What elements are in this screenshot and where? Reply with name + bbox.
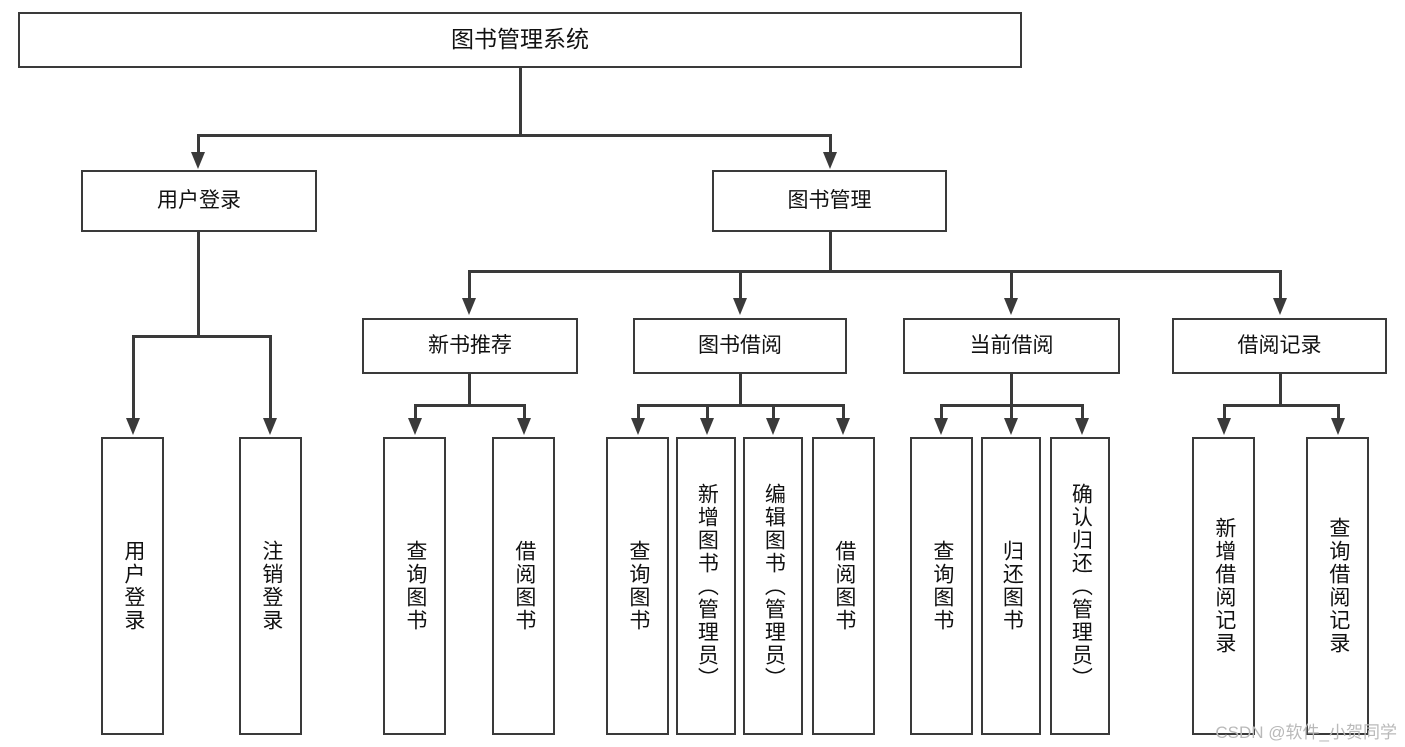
connector-new-book-recommend-bus — [415, 404, 525, 407]
connector-book-borrow-bus — [638, 404, 844, 407]
connector-to-book-management — [829, 134, 832, 154]
leaf-add-book-admin[interactable]: 新增图书（管理员） — [676, 437, 736, 735]
connector-to-book-borrow — [739, 270, 742, 300]
leaf-label: 新增借阅记录 — [1212, 517, 1236, 655]
leaf-label: 查询借阅记录 — [1326, 517, 1350, 655]
connector-nbr-drop-1 — [414, 404, 417, 420]
connector-bb-drop-3 — [772, 404, 775, 420]
leaf-borrow-book-borrow[interactable]: 借阅图书 — [812, 437, 875, 735]
connector-br-drop-2 — [1337, 404, 1340, 420]
node-book-management[interactable]: 图书管理 — [712, 170, 947, 232]
arrow-leaf-add-borrow-record — [1217, 418, 1231, 435]
arrow-leaf-confirm-return — [1075, 418, 1089, 435]
node-label: 图书管理系统 — [451, 26, 589, 53]
leaf-query-book-recommend[interactable]: 查询图书 — [383, 437, 446, 735]
node-current-borrow[interactable]: 当前借阅 — [903, 318, 1120, 374]
arrow-leaf-add-book — [700, 418, 714, 435]
connector-user-login-drop-1 — [132, 335, 135, 420]
connector-cb-drop-2 — [1010, 404, 1013, 420]
node-new-book-recommend[interactable]: 新书推荐 — [362, 318, 578, 374]
connector-cb-drop-1 — [940, 404, 943, 420]
connector-bb-drop-2 — [706, 404, 709, 420]
arrow-leaf-return-book — [1004, 418, 1018, 435]
connector-user-login-stem — [197, 232, 200, 337]
arrow-leaf-logout — [263, 418, 277, 435]
connector-to-current-borrow — [1010, 270, 1013, 300]
arrow-leaf-query-book-cb — [934, 418, 948, 435]
arrow-leaf-user-login — [126, 418, 140, 435]
node-root-book-management-system[interactable]: 图书管理系统 — [18, 12, 1022, 68]
connector-bb-drop-1 — [637, 404, 640, 420]
leaf-query-borrow-record[interactable]: 查询借阅记录 — [1306, 437, 1369, 735]
connector-user-login-drop-2 — [269, 335, 272, 420]
connector-nbr-drop-2 — [523, 404, 526, 420]
leaf-label: 查询图书 — [403, 540, 427, 632]
connector-level3-bus — [469, 270, 1281, 273]
leaf-label: 新增图书（管理员） — [695, 482, 719, 690]
leaf-label: 编辑图书（管理员） — [762, 482, 786, 690]
node-label: 当前借阅 — [969, 333, 1054, 357]
node-label: 新书推荐 — [428, 333, 512, 357]
connector-borrow-record-bus — [1224, 404, 1339, 407]
connector-borrow-record-stem — [1279, 374, 1282, 406]
node-book-borrow[interactable]: 图书借阅 — [633, 318, 847, 374]
connector-current-borrow-stem — [1010, 374, 1013, 406]
leaf-query-book-borrow[interactable]: 查询图书 — [606, 437, 669, 735]
leaf-label: 查询图书 — [626, 540, 650, 632]
arrow-leaf-borrow-book-bb — [836, 418, 850, 435]
leaf-logout[interactable]: 注销登录 — [239, 437, 302, 735]
connector-new-book-recommend-stem — [468, 374, 471, 406]
leaf-edit-book-admin[interactable]: 编辑图书（管理员） — [743, 437, 803, 735]
node-label: 图书借阅 — [698, 333, 782, 357]
arrow-leaf-query-book-bb — [631, 418, 645, 435]
leaf-label: 用户登录 — [121, 540, 145, 632]
arrow-to-book-borrow — [733, 298, 747, 315]
connector-user-login-bus — [133, 335, 271, 338]
connector-root-stem — [519, 68, 522, 136]
connector-cb-drop-3 — [1081, 404, 1084, 420]
connector-to-borrow-record — [1279, 270, 1282, 300]
connector-to-user-login — [197, 134, 200, 154]
leaf-add-borrow-record[interactable]: 新增借阅记录 — [1192, 437, 1255, 735]
connector-book-management-stem — [829, 232, 832, 272]
arrow-to-book-management — [823, 152, 837, 169]
leaf-label: 归还图书 — [1000, 540, 1024, 632]
arrow-to-borrow-record — [1273, 298, 1287, 315]
node-label: 借阅记录 — [1237, 333, 1322, 357]
leaf-return-book[interactable]: 归还图书 — [981, 437, 1041, 735]
connector-level2-bus — [198, 134, 832, 137]
leaf-label: 借阅图书 — [832, 540, 856, 632]
node-label: 图书管理 — [787, 188, 872, 212]
arrow-to-new-book-recommend — [462, 298, 476, 315]
node-user-login[interactable]: 用户登录 — [81, 170, 317, 232]
arrow-to-current-borrow — [1004, 298, 1018, 315]
leaf-label: 确认归还（管理员） — [1069, 482, 1093, 690]
node-borrow-record[interactable]: 借阅记录 — [1172, 318, 1387, 374]
leaf-label: 查询图书 — [930, 540, 954, 632]
connector-br-drop-1 — [1223, 404, 1226, 420]
node-label: 用户登录 — [157, 188, 241, 212]
leaf-query-book-current[interactable]: 查询图书 — [910, 437, 973, 735]
arrow-leaf-query-borrow-record — [1331, 418, 1345, 435]
connector-book-borrow-stem — [739, 374, 742, 406]
leaf-borrow-book-recommend[interactable]: 借阅图书 — [492, 437, 555, 735]
arrow-leaf-borrow-book-nbr — [517, 418, 531, 435]
arrow-to-user-login — [191, 152, 205, 169]
arrow-leaf-query-book-nbr — [408, 418, 422, 435]
connector-bb-drop-4 — [842, 404, 845, 420]
leaf-confirm-return-admin[interactable]: 确认归还（管理员） — [1050, 437, 1110, 735]
leaf-label: 注销登录 — [259, 540, 283, 632]
connector-to-new-book-recommend — [468, 270, 471, 300]
arrow-leaf-edit-book — [766, 418, 780, 435]
leaf-label: 借阅图书 — [512, 540, 536, 632]
leaf-user-login[interactable]: 用户登录 — [101, 437, 164, 735]
